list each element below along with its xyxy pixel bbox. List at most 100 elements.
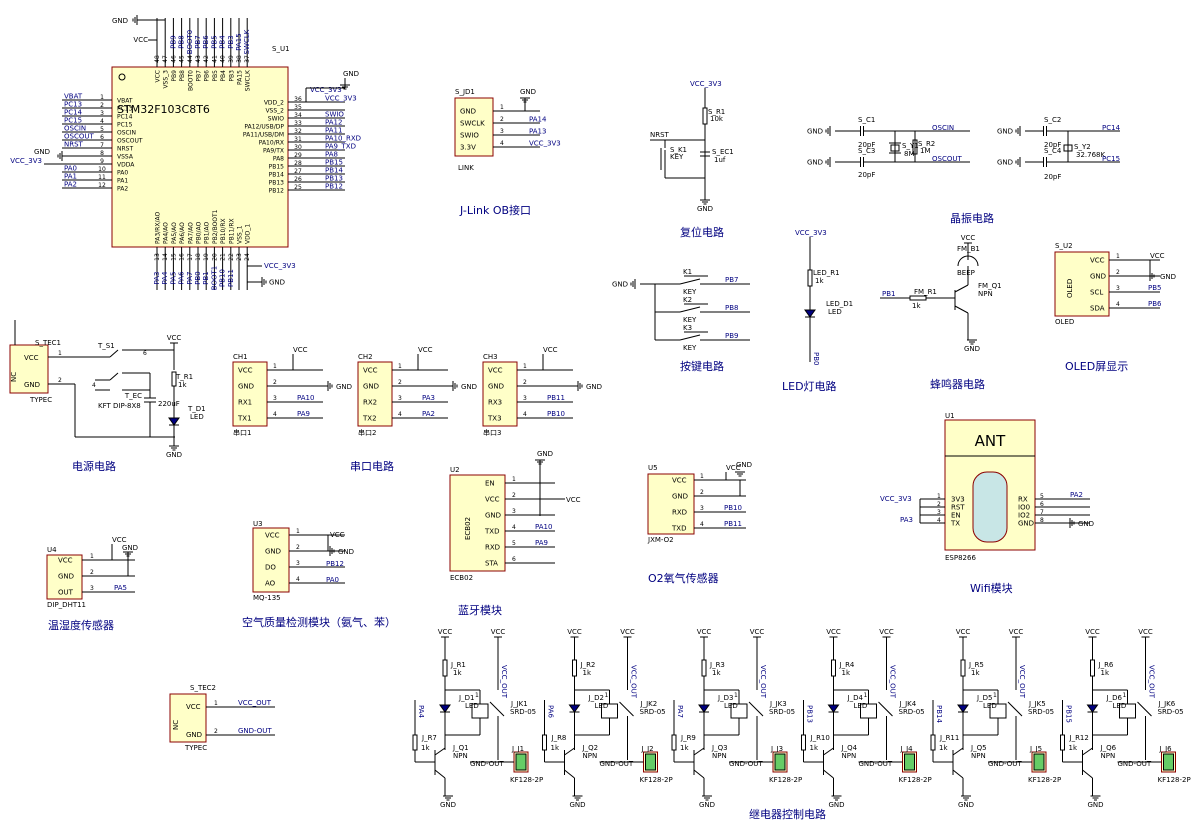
vcc-label: VCC: [438, 628, 453, 636]
ref: T_EC: [124, 392, 142, 400]
ref: S_EC1: [712, 148, 734, 156]
net-label: GND-OUT: [1118, 760, 1152, 768]
pin-name: VCC: [672, 477, 687, 485]
pin-number: 2: [512, 492, 516, 499]
pin-name: PB9: [171, 70, 178, 82]
pin-number: 40: [220, 55, 227, 63]
pin-name: PB5: [212, 70, 219, 82]
ref: J_JK1: [510, 700, 528, 708]
val: NPN: [842, 752, 857, 760]
pin-number: 19: [203, 253, 210, 261]
pin-number: 41: [211, 55, 218, 63]
pin-number: 12: [98, 182, 106, 189]
antenna-shape: [972, 471, 1008, 543]
pin-name: GND: [460, 108, 476, 116]
o2-body: [647, 473, 695, 535]
val: KF128-2P: [640, 776, 673, 784]
o2-title: O2氧气传感器: [648, 571, 719, 585]
gnd-label: GND: [166, 451, 182, 459]
pin-number: 38: [236, 55, 243, 63]
antenna-label: ANT: [975, 432, 1006, 450]
pin-name: SWCLK: [460, 120, 485, 128]
pin-number: 3: [1116, 285, 1120, 292]
gnd-label: GND: [1087, 801, 1103, 809]
pin-name: TXD: [484, 528, 499, 536]
pin-number: 1: [273, 363, 277, 370]
net-label: BOOT1: [210, 266, 218, 290]
val: 1k: [178, 381, 187, 389]
ref: S_C3: [858, 147, 875, 155]
gnd-label: GND: [807, 128, 823, 136]
pin-name: IO0: [1018, 504, 1030, 512]
ref: LED_R1: [813, 269, 840, 277]
net-label: PA3: [153, 271, 161, 284]
val: 1k: [421, 744, 430, 752]
val: 1k: [1069, 744, 1078, 752]
pin-name: GND: [24, 381, 40, 389]
pin-name: STA: [485, 560, 498, 568]
pin-number: 1: [993, 692, 997, 699]
val: KF128-2P: [899, 776, 932, 784]
val: 1k: [939, 744, 948, 752]
val: 1k: [971, 669, 980, 677]
pin-number: 9: [100, 158, 104, 165]
val: 1k: [712, 669, 721, 677]
ref: J_D6: [1106, 694, 1123, 702]
net-label: VCC_OUT: [1148, 665, 1156, 699]
net-label: PB8: [178, 35, 186, 48]
pin-name: VCC: [488, 367, 503, 375]
pin-name: 3V3: [951, 496, 965, 504]
jlink-title: J-Link OB接口: [459, 204, 531, 217]
ref: J_R12: [1069, 734, 1089, 742]
pin-name: TX3: [487, 415, 502, 423]
net-label: OSCIN: [932, 124, 954, 132]
pin-number: 6: [512, 556, 516, 563]
relay-channel: VCCJ_R41kJ_D4LED1VCCVCC_OUTJ_JK4SRD-05J_…: [801, 628, 932, 809]
pin-number: 47: [162, 55, 169, 63]
pin-name: PB8: [179, 70, 186, 82]
ref: S_TEC2: [190, 684, 216, 692]
net-label: PB10: [724, 504, 742, 512]
key-ref: K2: [683, 296, 692, 304]
net-label: PB14: [325, 167, 343, 175]
net-label: PA14: [529, 116, 547, 124]
ref: S_R2: [918, 140, 935, 148]
key-val: KEY: [683, 288, 697, 296]
gnd-label: GND: [269, 279, 285, 287]
ref: S_C2: [1044, 116, 1061, 124]
net-label: VCC_3V3: [880, 495, 912, 503]
pin-name: PC15: [117, 122, 133, 129]
gnd-label: GND: [997, 159, 1013, 167]
pin-name: SCL: [1090, 289, 1103, 297]
bt-name: ECB02: [450, 574, 473, 582]
net-label: VCC_3V3: [795, 229, 827, 237]
val: 1k: [583, 669, 592, 677]
pin-name: GND: [1018, 520, 1034, 528]
net-label: PA10: [535, 523, 552, 531]
pin-number: 4: [937, 517, 941, 524]
pin-number: 3: [500, 128, 504, 135]
ref: LED_D1: [826, 300, 853, 308]
pin-number: 1: [475, 692, 479, 699]
ref: J_J4: [900, 745, 914, 753]
pin-number: 2: [937, 501, 941, 508]
terminal-pins: [1033, 753, 1045, 771]
pin-number: 1: [90, 553, 94, 560]
ref: CH1: [233, 353, 248, 361]
net-label: PA9: [535, 539, 548, 547]
dht-name: DIP_DHT11: [47, 601, 86, 609]
pin-name: PB12: [269, 188, 285, 195]
pin-number: 2: [58, 377, 62, 384]
net-label: PB1: [882, 290, 895, 298]
ref: S_Y2: [1074, 143, 1091, 151]
pin-name: PB11/RX: [228, 218, 235, 244]
net-label: SWIO: [325, 111, 344, 119]
key-ref: K3: [683, 324, 692, 332]
net-label: PB7: [725, 276, 738, 284]
pin-name: GND: [363, 383, 379, 391]
power-title: 电源电路: [72, 459, 116, 473]
pin-name: TX1: [237, 415, 252, 423]
pin-name: GND: [265, 548, 281, 556]
